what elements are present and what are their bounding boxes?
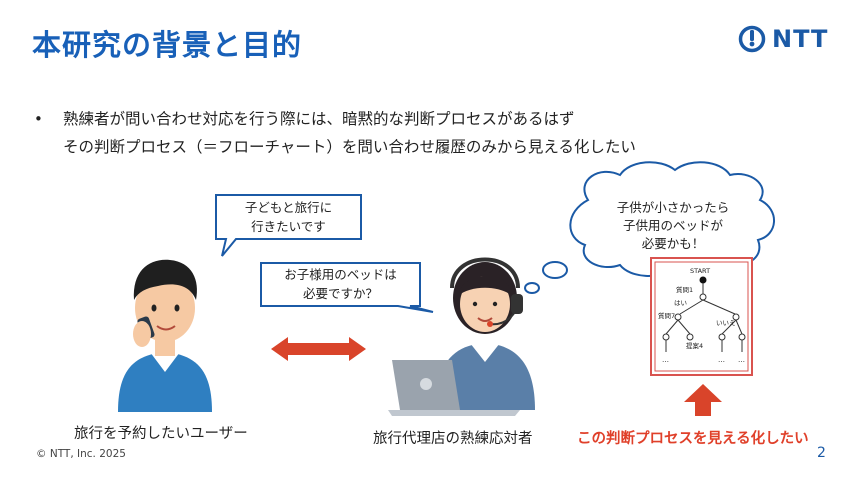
thought-bubble-line3: 必要かも！: [641, 236, 705, 251]
thought-bubble-line1: 子供が小さかったら: [616, 200, 730, 215]
customer-illustration: [118, 259, 212, 412]
flow-start-label: START: [690, 267, 710, 275]
flow-ellipsis-1: …: [662, 356, 669, 364]
caption-customer: 旅行を予約したいユーザー: [74, 426, 248, 442]
agent-speech-bubble: [260, 262, 434, 313]
flowchart-image: START 質問1 はい 質問7 いいえ 提案4 … … …: [650, 257, 753, 376]
up-arrow-icon: [684, 384, 722, 416]
customer-speech-bubble: [215, 194, 362, 257]
flow-proposal-label: 提案4: [686, 341, 703, 350]
agent-bubble-text: お子様用のベッドは 必要ですか？: [261, 265, 420, 303]
flow-yes-label: はい: [674, 299, 687, 307]
customer-bubble-text: 子どもと旅行に 行きたいです: [216, 198, 361, 236]
page-number: 2: [817, 445, 826, 461]
flow-no-label: いいえ: [716, 319, 736, 327]
agent-bubble-line1: お子様用のベッドは: [284, 267, 397, 282]
caption-goal: この判断プロセスを見える化したい: [577, 431, 809, 447]
flow-ellipsis-2: …: [718, 356, 725, 364]
ntt-logo-icon: [738, 25, 766, 53]
customer-bubble-line1: 子どもと旅行に: [244, 200, 333, 215]
bullet-text-line2: その判断プロセス（＝フローチャート）を問い合わせ履歴のみから見える化したい: [63, 138, 636, 156]
flow-ellipsis-3: …: [738, 356, 745, 364]
customer-bubble-line2: 行きたいです: [251, 219, 326, 234]
caption-agent: 旅行代理店の熟練応対者: [373, 431, 533, 447]
thought-bubble-text: 子供が小さかったら 子供用のベッドが 必要かも！: [598, 199, 748, 253]
bullet-marker: •: [34, 110, 43, 128]
thought-cloud: [524, 161, 775, 294]
slide-title: 本研究の背景と目的: [32, 28, 303, 62]
copyright: © NTT, Inc. 2025: [36, 448, 126, 460]
agent-illustration: [388, 257, 535, 416]
bullet-text-line1: 熟練者が問い合わせ対応を行う際には、暗黙的な判断プロセスがあるはず: [63, 110, 575, 128]
flow-q1-label: 質問1: [676, 285, 693, 294]
agent-bubble-line2: 必要ですか？: [302, 286, 378, 301]
flow-q7-label: 質問7: [658, 311, 675, 320]
thought-bubble-line2: 子供用のベッドが: [622, 218, 723, 233]
double-arrow-icon: [271, 337, 366, 361]
logo-text: NTT: [772, 25, 829, 53]
